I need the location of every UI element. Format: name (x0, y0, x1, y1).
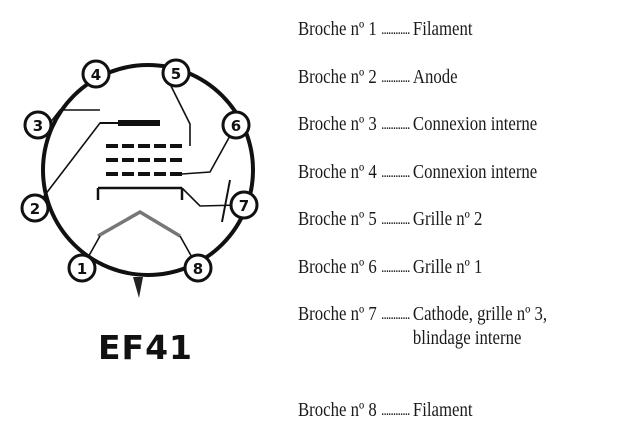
pin-row-5: Broche nº 5 ............ Grille nº 2 (298, 208, 590, 256)
leader-dots: ............ (381, 22, 410, 38)
pin-row-1: Broche nº 1 ............ Filament (298, 18, 590, 66)
pin-3-number: 3 (33, 117, 43, 135)
leader-dots: ............ (381, 69, 410, 86)
pin-5: 5 (161, 58, 191, 88)
pin-8: 8 (183, 253, 213, 283)
cathode (96, 186, 184, 200)
pin-8-number: 8 (193, 260, 203, 278)
pin-1: 1 (67, 253, 97, 283)
pin-function: Anode (412, 66, 458, 88)
pin-7-number: 7 (239, 197, 249, 215)
grid-2 (106, 144, 182, 148)
pin-function: Connexion interne (412, 161, 538, 183)
pin-5-number: 5 (171, 65, 181, 83)
pin-2-number: 2 (30, 200, 40, 218)
pin-function: Filament (412, 19, 473, 40)
leader-dots: ............ (381, 164, 410, 181)
leader-dots: ............ (381, 403, 410, 419)
leader-dots: ............ (381, 212, 410, 228)
pin-row-7: Broche nº 7 ............ Cathode, grille… (298, 303, 590, 399)
pin-row-8: Broche nº 8 ............ Filament (298, 399, 590, 447)
pin-6: 6 (221, 110, 251, 140)
pin-row-6: Broche nº 6 ............ Grille nº 1 (298, 256, 590, 304)
pin-label: Broche nº 7 (298, 304, 377, 325)
tube-pinout-diagram: 1 2 3 4 5 6 7 8 (20, 58, 259, 298)
leader-dots: ............ (381, 259, 410, 276)
pin-label: Broche nº 8 (298, 400, 377, 421)
pin-1-number: 1 (77, 260, 87, 278)
pin-6-number: 6 (231, 117, 241, 135)
tube-name: EF41 (98, 328, 194, 367)
pin-label: Broche nº 1 (298, 19, 377, 40)
leader-dots: ............ (381, 117, 410, 133)
leader-dots: ............ (381, 307, 410, 323)
pin-label: Broche nº 4 (298, 161, 377, 183)
pin-function: Grille nº 1 (412, 256, 483, 278)
pin-function: Cathode, grille nº 3, blindage interne (412, 304, 548, 349)
pin-7: 7 (229, 190, 259, 220)
pin-list: Broche nº 1 ............ Filament Broche… (298, 18, 638, 447)
pin-3: 3 (23, 110, 53, 140)
pin-row-3: Broche nº 3 ............ Connexion inter… (298, 113, 590, 161)
pin-2: 2 (20, 193, 50, 223)
pin-label: Broche nº 3 (298, 114, 377, 135)
pin-label: Broche nº 5 (298, 209, 377, 230)
internal-shield (221, 179, 231, 223)
grid-3 (106, 172, 182, 176)
pin-row-4: Broche nº 4 ............ Connexion inter… (298, 161, 590, 209)
heater (97, 209, 181, 238)
pin-4-number: 4 (91, 66, 101, 84)
pin-label: Broche nº 6 (298, 256, 377, 278)
pin-function: Connexion interne (412, 114, 538, 135)
tube-envelope (41, 63, 255, 277)
pin-function: Filament (412, 400, 473, 421)
anode-plate (118, 120, 160, 126)
pin-row-2: Broche nº 2 ............ Anode (298, 66, 590, 114)
pin-label: Broche nº 2 (298, 66, 377, 88)
key-notch (133, 277, 143, 298)
pin-4: 4 (81, 59, 111, 89)
grid-1 (106, 158, 182, 162)
pin-function: Grille nº 2 (412, 209, 483, 230)
